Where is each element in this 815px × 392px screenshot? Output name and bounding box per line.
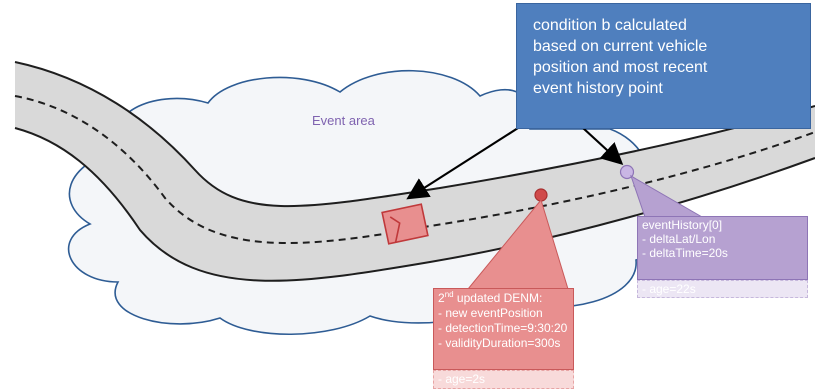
denm-title-rest: updated DENM: xyxy=(453,291,543,305)
event-history-age-label: - age=22s xyxy=(637,280,808,298)
arrow-to-vehicle xyxy=(406,127,519,200)
condition-callout-text: condition b calculated based on current … xyxy=(533,17,708,97)
denm-info-box: 2nd updated DENM: - new eventPosition - … xyxy=(433,288,574,370)
vehicle-icon xyxy=(381,203,429,245)
event-area-label: Event area xyxy=(312,113,375,128)
denm-item: - detectionTime=9:30:20 xyxy=(438,321,568,335)
denm-item: - validityDuration=300s xyxy=(438,336,561,350)
road-surface xyxy=(15,62,815,281)
denm-age-label: - age=2s xyxy=(433,370,574,389)
denm-item: - new eventPosition xyxy=(438,306,543,320)
road-edge-top xyxy=(14,61,815,208)
event-history-box: eventHistory[0] - deltaLat/Lon - deltaTi… xyxy=(637,216,808,280)
denm-title-number: 2 xyxy=(438,291,445,305)
event-history-item: - deltaTime=20s xyxy=(642,246,728,260)
denm-title: 2nd updated DENM: xyxy=(438,291,569,306)
arrow-to-history-point xyxy=(582,127,624,165)
event-history-title: eventHistory[0] xyxy=(642,218,723,232)
event-history-item: - deltaLat/Lon xyxy=(642,232,716,246)
condition-callout-box: condition b calculated based on current … xyxy=(516,3,811,129)
denm-title-superscript: nd xyxy=(444,290,454,299)
event-position-marker xyxy=(534,188,548,202)
